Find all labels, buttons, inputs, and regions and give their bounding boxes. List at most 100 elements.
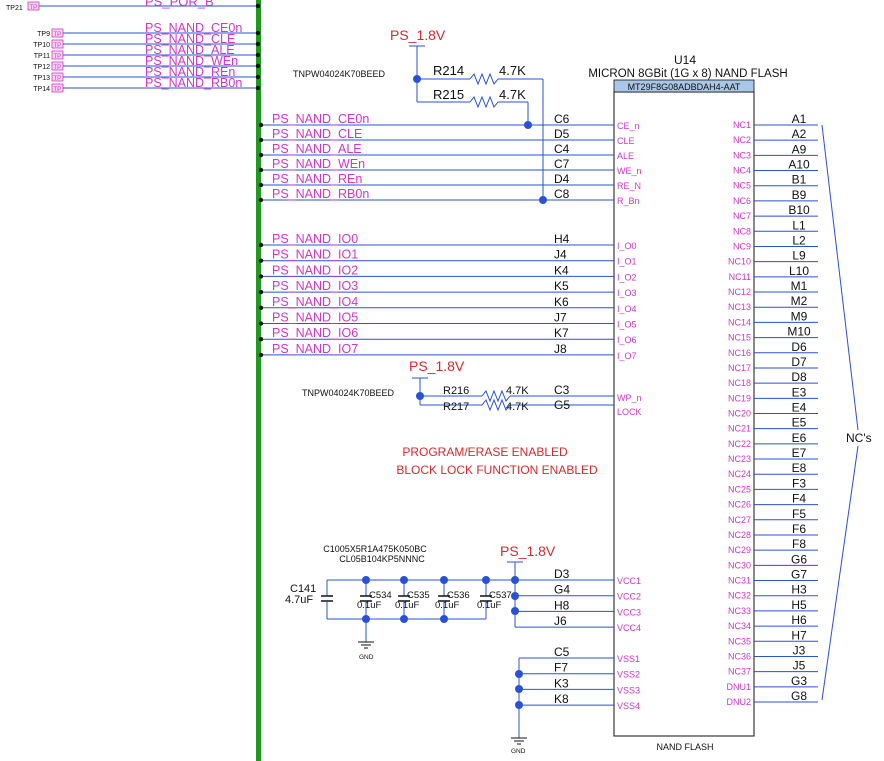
ball-label: K3 [554,676,569,690]
ball-label: J7 [554,311,567,325]
tp21-badge: TP [30,5,38,11]
ball-label: K6 [554,295,569,309]
nc-ball-label: L2 [792,233,806,247]
chip-pin-label: I_O4 [617,304,637,314]
nc-ball-label: G7 [791,568,807,582]
signal-net-label: PS_NAND_IO6 [272,326,358,340]
nc-pin-label: NC29 [728,545,751,555]
ball-label: D4 [554,172,570,186]
chip-pin-label: VCC2 [617,592,641,602]
nc-pin-label: NC15 [728,333,751,343]
chip-pin-label: I_O2 [617,272,637,282]
bus-junction [258,182,264,188]
bus-junction [258,242,264,248]
testpoint-badge: TP [54,43,62,49]
nc-ball-label: D6 [791,340,807,354]
signal-net-label: PS_NAND_IO2 [272,263,358,277]
r217-value: 4.7K [506,401,529,413]
nc-ball-label: E8 [792,461,807,475]
nc-ball-label: D8 [791,370,807,384]
cap-ref: C536 [447,590,470,601]
bus-junction [258,197,264,203]
bus-junction [255,52,261,58]
nc-ball-label: M9 [791,309,808,323]
nc-pin-label: NC32 [728,591,751,601]
r216-value: 4.7K [506,385,529,397]
nc-ball-label: H3 [791,583,807,597]
green-bus [256,0,261,761]
chip-pin-label: VSS3 [617,685,640,695]
testpoint-ref: TP12 [33,64,50,71]
labels: PS_POR_B TP21 TP PS_1.8V PS_1.8V PS_1.8V… [6,0,872,755]
testpoint-ref: TP14 [33,86,50,93]
bus-junction [258,337,264,342]
cap-ref: C535 [407,590,430,601]
ball-label: D3 [554,567,570,581]
chip-pin-label: WE_n [617,166,642,176]
nc-pin-label: NC5 [733,181,751,191]
nc-pin-label: NC23 [728,454,751,464]
nc-pin-label: NC31 [728,576,751,586]
nc-pin-label: NC1 [733,120,751,130]
signal-net-label: PS_NAND_CLE [272,127,362,141]
cap-value: 0.1uF [477,600,501,611]
ball-label: K5 [554,279,569,293]
nc-ball-label: A9 [792,142,807,156]
ball-label: C8 [554,187,570,201]
nc-ball-label: B10 [788,203,810,217]
cap-ref: C537 [489,590,512,601]
bus-junction [255,74,261,80]
signal-net-label: PS_NAND_ALE [272,142,362,156]
nc-ball-label: H6 [791,613,807,627]
nc-pin-label: NC10 [728,257,751,267]
cap-value: 0.1uF [357,600,381,611]
nc-ball-label: L9 [792,249,806,263]
nc-pin-label: NC28 [728,530,751,540]
ball-label: G4 [554,583,570,597]
testpoint-net-label: PS_NAND_REn [145,65,235,79]
nc-pin-label: NC21 [728,424,751,434]
resistor-part-1: TNPW04024K70BEED [293,69,386,79]
nc-ball-label: M2 [791,294,808,308]
nc-ball-label: A10 [788,158,810,172]
nc-ball-label: E5 [792,416,807,430]
nc-ball-label: F4 [792,492,806,506]
nc-pin-label: NC30 [728,560,751,570]
nc-brace-upper [821,124,859,431]
testpoint-badge: TP [54,87,62,93]
nc-pin-label: NC3 [733,150,751,160]
testpoint-badge: TP [54,76,62,82]
nc-pin-label: NC12 [728,287,751,297]
nc-pin-label: NC24 [728,469,751,479]
nc-pin-label: NC35 [728,636,751,646]
nc-ball-label: A1 [792,112,807,126]
c141-ref: C141 [290,583,316,595]
nc-pin-label: DNU1 [726,682,751,692]
cap-part-2: CL05B104KP5NNNC [339,554,425,564]
nc-ball-label: B9 [792,188,807,202]
nc-pin-label: NC8 [733,226,751,236]
nc-ball-label: G8 [791,689,807,703]
bus-junction [258,321,264,326]
nc-pin-label: NC6 [733,196,751,206]
nc-ball-label: A2 [792,127,807,141]
gnd2-label: GND [511,748,526,755]
chip-pin-label: R_Bn [617,196,640,206]
top-net-label: PS_POR_B [145,0,214,9]
ball-label: C4 [554,142,570,156]
r216-zigzag [481,389,511,403]
testpoint-net-label: PS_NAND_ALE [145,43,235,57]
nc-pin-label: NC33 [728,606,751,616]
signal-net-label: PS_NAND_WEn [272,157,365,171]
ball-label: J6 [554,614,567,628]
ball-label: J4 [554,248,567,262]
nc-brace-lower [821,445,859,701]
nc-ball-label: J3 [793,643,806,657]
r216-ref: R216 [443,385,469,397]
rail3-label: PS_1.8V [500,543,556,559]
bus-junction [258,352,264,358]
signal-net-label: PS_NAND_REn [272,172,362,186]
testpoint-ref: TP13 [33,75,50,82]
chip-pin-label: LOCK [617,407,642,417]
